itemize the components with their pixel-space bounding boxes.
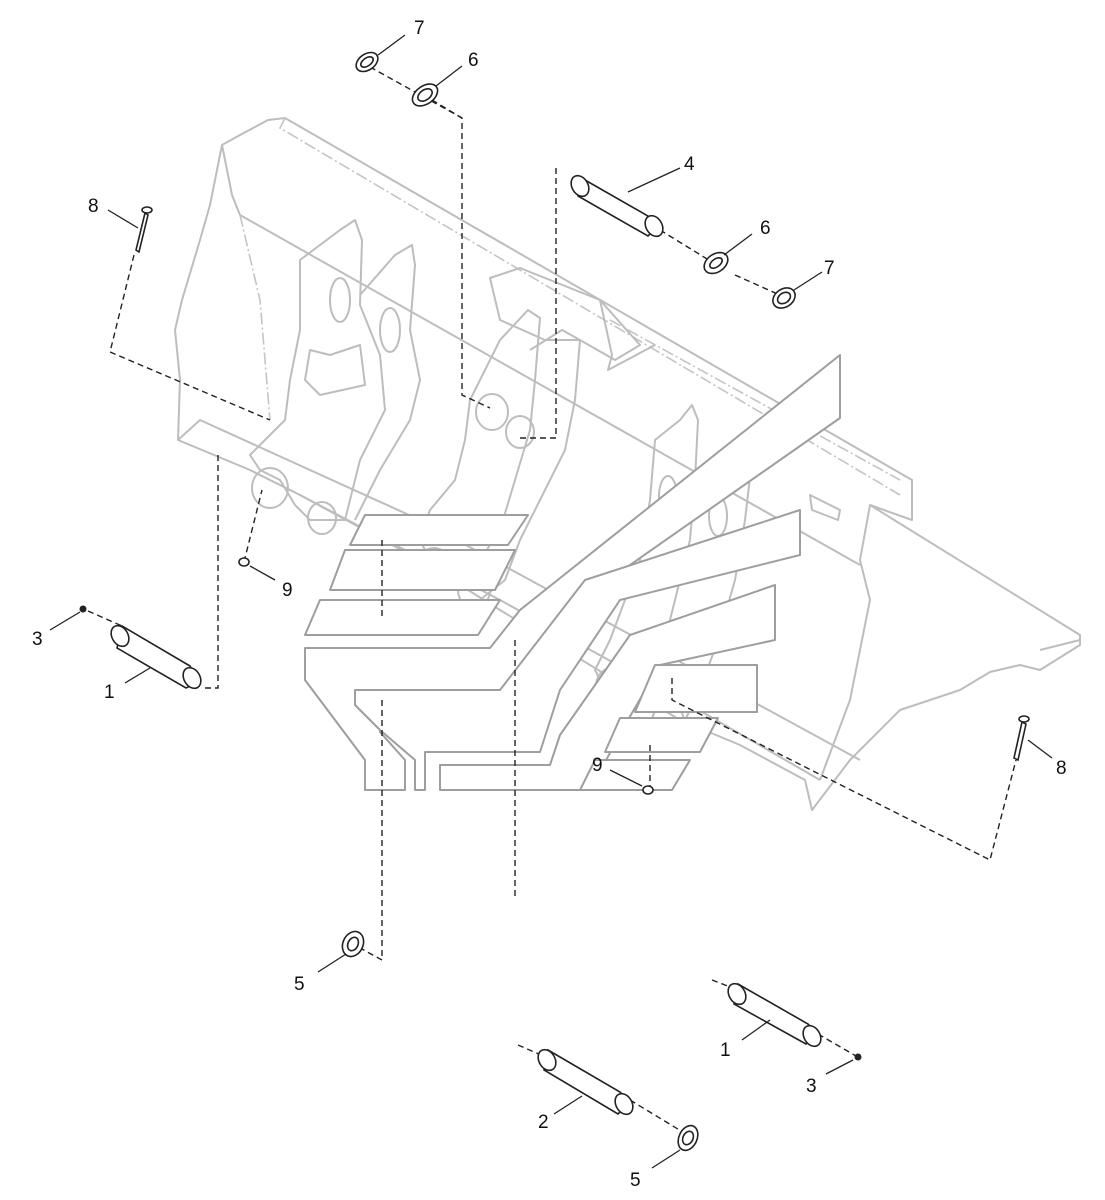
fitting-icon: [854, 1053, 862, 1061]
callout-3: 3: [32, 629, 43, 650]
callout-leaders: [49, 34, 1053, 1169]
callout-4: 4: [684, 154, 695, 175]
callout-6: 6: [760, 218, 771, 239]
callout-9: 9: [592, 755, 603, 776]
callout-5: 5: [630, 1170, 641, 1191]
fitting-icon: [79, 605, 87, 613]
grease-fitting-icon: [238, 557, 250, 567]
callout-2: 2: [538, 1112, 549, 1133]
callout-1: 1: [104, 682, 115, 703]
callout-9: 9: [282, 580, 293, 601]
callout-7: 7: [414, 18, 425, 39]
watermark-logo: [304, 354, 841, 791]
bolt-icon: [135, 211, 149, 254]
callouts: 7 6 8 4 6 7 9 3 1 9 8 5 1 3 2 5: [32, 18, 1067, 1191]
callout-7: 7: [824, 258, 835, 279]
callout-3: 3: [806, 1076, 817, 1097]
callout-8: 8: [1056, 758, 1067, 779]
callout-8: 8: [88, 196, 99, 217]
bolt-icon: [1013, 720, 1027, 762]
grease-fitting-icon: [642, 785, 654, 795]
callout-6: 6: [468, 50, 479, 71]
callout-1: 1: [720, 1040, 731, 1061]
parts: [79, 51, 1030, 1152]
callout-5: 5: [294, 974, 305, 995]
assembly-lines: [87, 66, 1017, 1135]
